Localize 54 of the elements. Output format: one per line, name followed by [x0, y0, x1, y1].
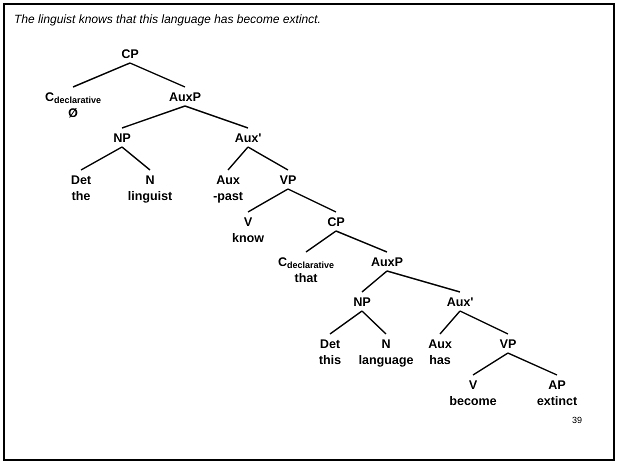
word-label: extinct: [536, 393, 578, 409]
page-number: 39: [572, 414, 582, 427]
category-label: Aux: [428, 336, 452, 352]
tree-branch: [288, 188, 336, 213]
word-label: become: [449, 393, 497, 409]
tree-branch: [362, 270, 388, 293]
tree-branch: [306, 230, 336, 253]
word-label: linguist: [128, 188, 172, 204]
word-label: Ø: [68, 105, 78, 121]
tree-branch: [122, 146, 150, 171]
tree-branch: [472, 352, 508, 376]
tree-branch: [130, 62, 186, 88]
category-label: CP: [121, 46, 139, 62]
word-label: the: [72, 188, 90, 204]
category-label: Det: [70, 172, 92, 188]
category-label: C$_{declarative}$: [44, 89, 102, 105]
tree-branch: [439, 310, 461, 334]
word-label: -past: [213, 188, 243, 204]
category-label: Det: [320, 336, 340, 352]
tree-branch: [72, 62, 130, 88]
category-label: NP: [353, 294, 371, 310]
tree-branch: [80, 146, 122, 171]
category-label: N: [145, 172, 154, 188]
tree-branch: [227, 146, 249, 170]
category-label: N: [381, 336, 391, 352]
word-label: has: [429, 352, 451, 368]
category-label: AuxP: [371, 254, 403, 270]
tree-branch: [184, 105, 248, 129]
category-label: VP: [280, 172, 296, 188]
tree-branch: [248, 146, 288, 171]
tree-branch: [336, 230, 388, 253]
category-label: V: [468, 377, 478, 393]
tree-branch: [508, 352, 558, 376]
tree-branch: [460, 310, 508, 335]
category-label: V: [244, 214, 252, 230]
example-sentence: The linguist knows that this language has become extinct.: [14, 11, 321, 28]
category-label: Aux: [216, 172, 240, 188]
tree-branch: [361, 310, 387, 335]
word-label: language: [358, 352, 414, 368]
tree-branch: [248, 188, 288, 213]
category-label: Aux': [234, 130, 262, 146]
category-label: C$_{declarative}$: [278, 254, 334, 270]
tree-branch: [330, 310, 362, 335]
word-label: that: [294, 270, 318, 286]
category-label: Aux': [446, 294, 474, 310]
word-label: this: [318, 352, 342, 368]
category-label: NP: [113, 130, 131, 146]
category-label: AP: [548, 377, 566, 393]
category-label: AuxP: [169, 89, 201, 105]
category-label: VP: [500, 336, 516, 352]
category-label: CP: [327, 214, 345, 230]
word-label: know: [232, 230, 264, 246]
tree-branch: [122, 105, 186, 129]
tree-branch: [386, 270, 460, 293]
